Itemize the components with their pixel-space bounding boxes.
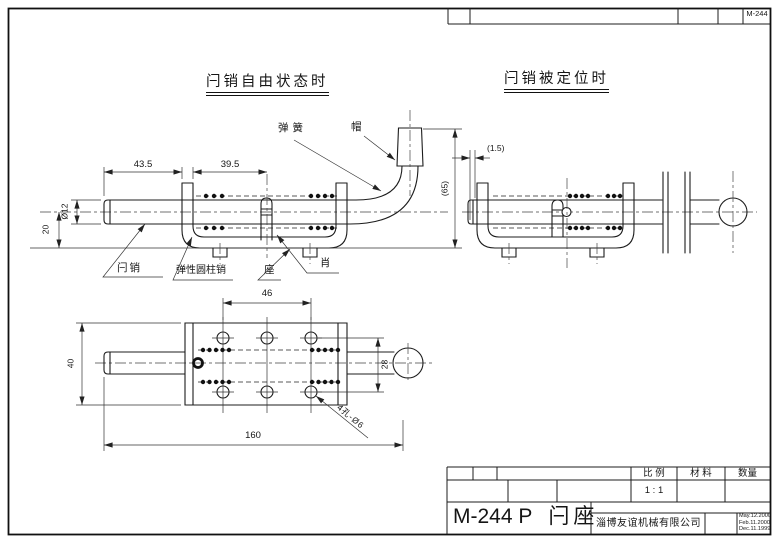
part-name: 闩座: [548, 505, 599, 528]
titleblock-qty-header: 数量: [737, 468, 757, 479]
titleblock-dates: May.12.2000 Feb.11.2000 Dec.11.1999: [739, 513, 771, 533]
label-seat: 座: [264, 264, 275, 276]
sheet-border: [7, 7, 772, 536]
dim-65: (65): [439, 180, 450, 197]
doc-number: M-244: [746, 9, 768, 18]
label-elastic-pin: 弹性圆柱销: [176, 265, 226, 276]
dim-46: 46: [261, 288, 273, 299]
date-line: May.12.2000: [739, 513, 771, 519]
dim-dia12: Ø12: [59, 203, 70, 220]
label-cap: 帽: [351, 121, 362, 133]
titleblock-scale-header: 比 例: [643, 468, 665, 479]
date-line: Dec.11.1999: [739, 526, 771, 533]
dim-40: 40: [65, 358, 76, 369]
dim-1-5: (1.5): [487, 143, 505, 153]
titleblock-material-header: 材 料: [690, 468, 712, 479]
label-spring: 弹簧: [278, 122, 307, 134]
titleblock-part-title: M-244 P 闩座: [453, 506, 598, 527]
label-pin: 肖: [320, 257, 331, 269]
dim-39-5: 39.5: [220, 159, 240, 170]
date-line: Feb.11.2000: [739, 519, 770, 526]
label-latch-pin: 闩销: [117, 262, 142, 274]
dim-160: 160: [245, 430, 261, 441]
dim-43-5: 43.5: [133, 159, 153, 170]
view-title-positioned: 闩销被定位时: [504, 72, 609, 93]
part-number: M-244 P: [453, 505, 533, 528]
titleblock-company: 淄博友谊机械有限公司: [596, 518, 701, 529]
dim-28: 28: [379, 359, 390, 370]
dim-20: 20: [40, 224, 51, 235]
view-title-free-state: 闩销自由状态时: [206, 75, 329, 96]
titleblock-scale-value: 1 : 1: [644, 485, 664, 496]
